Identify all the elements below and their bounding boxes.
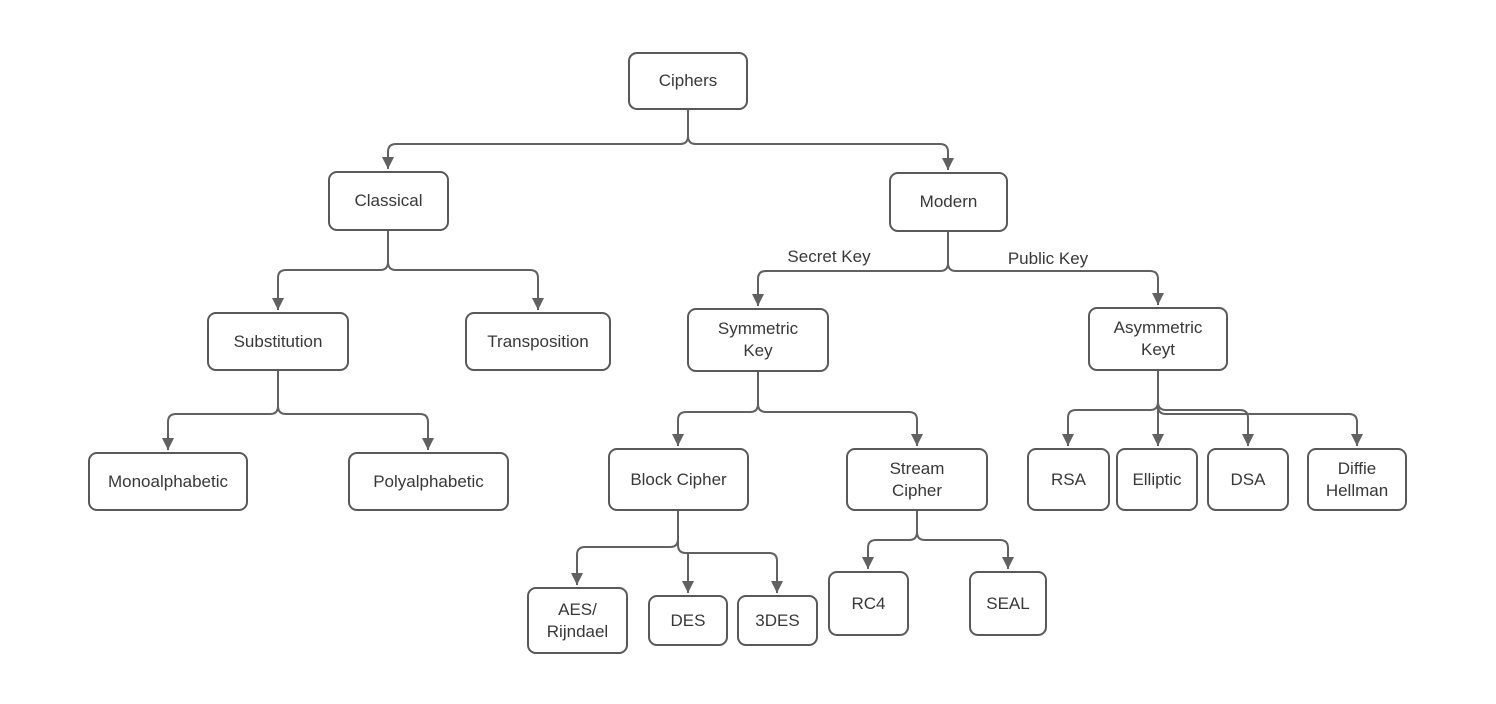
edge-ciphers-modern <box>687 110 954 170</box>
node-transposition-label: Transposition <box>487 331 589 351</box>
node-modern-label: Modern <box>919 192 978 212</box>
node-polyalphabetic: Polyalphabetic <box>348 452 509 511</box>
node-elliptic: Elliptic <box>1116 448 1198 511</box>
edge-asymmetric-dsa <box>1157 371 1254 446</box>
edge-block-3des <box>677 511 783 593</box>
node-symmetric-key: Symmetric Key <box>687 308 829 372</box>
node-des: DES <box>648 595 728 646</box>
node-classical: Classical <box>328 171 449 231</box>
edge-block-aes <box>571 511 679 585</box>
node-asymmetric-key-label: Asymmetric Keyt <box>1113 318 1203 359</box>
node-asymmetric-key: Asymmetric Keyt <box>1088 307 1228 371</box>
node-seal: SEAL <box>969 571 1047 636</box>
edge-symmetric-stream <box>757 372 923 446</box>
edge-asymmetric-rsa <box>1062 371 1159 446</box>
node-3des-label: 3DES <box>755 610 800 630</box>
node-rc4: RC4 <box>828 571 909 636</box>
node-symmetric-key-label: Symmetric Key <box>717 319 799 360</box>
node-diffie-hellman: Diffie Hellman <box>1307 448 1407 511</box>
node-dsa: DSA <box>1207 448 1289 511</box>
node-modern: Modern <box>889 172 1008 232</box>
node-monoalphabetic-label: Monoalphabetic <box>107 471 229 491</box>
node-seal-label: SEAL <box>986 593 1030 613</box>
node-des-label: DES <box>670 610 706 630</box>
edge-asymmetric-diffie <box>1157 371 1363 446</box>
node-rsa: RSA <box>1027 448 1110 511</box>
node-stream-cipher-label: Stream Cipher <box>889 458 945 500</box>
edge-stream-rc4 <box>862 511 918 569</box>
node-classical-label: Classical <box>354 191 423 211</box>
node-substitution-label: Substitution <box>233 331 323 351</box>
node-substitution: Substitution <box>207 312 349 371</box>
node-rsa-label: RSA <box>1051 469 1086 489</box>
node-block-cipher: Block Cipher <box>608 448 749 511</box>
node-ciphers-label: Ciphers <box>658 71 718 91</box>
edge-substitution-polyalphabetic <box>277 371 434 450</box>
node-elliptic-label: Elliptic <box>1132 469 1182 489</box>
node-transposition: Transposition <box>465 312 611 371</box>
node-diffie-hellman-label: Diffie Hellman <box>1325 458 1389 500</box>
edge-label-secret-key: Secret Key <box>787 247 871 266</box>
node-polyalphabetic-label: Polyalphabetic <box>373 471 484 491</box>
node-3des: 3DES <box>737 595 818 646</box>
node-aes-rijndael-label: AES/ Rijndael <box>546 599 609 641</box>
edge-stream-seal <box>916 511 1014 569</box>
edge-classical-transposition <box>387 231 544 310</box>
edge-symmetric-block <box>672 372 759 446</box>
edge-label-public-key: Public Key <box>1007 249 1089 268</box>
edge-substitution-monoalphabetic <box>162 371 279 450</box>
edge-modern-asymmetric <box>947 232 1164 305</box>
edge-classical-substitution <box>272 231 389 310</box>
edge-modern-symmetric <box>752 232 949 306</box>
node-monoalphabetic: Monoalphabetic <box>88 452 248 511</box>
node-aes-rijndael: AES/ Rijndael <box>527 587 628 654</box>
edge-ciphers-classical <box>382 110 689 169</box>
node-ciphers: Ciphers <box>628 52 748 110</box>
node-block-cipher-label: Block Cipher <box>630 469 727 489</box>
node-stream-cipher: Stream Cipher <box>846 448 988 511</box>
node-rc4-label: RC4 <box>851 593 886 613</box>
node-dsa-label: DSA <box>1230 469 1266 489</box>
